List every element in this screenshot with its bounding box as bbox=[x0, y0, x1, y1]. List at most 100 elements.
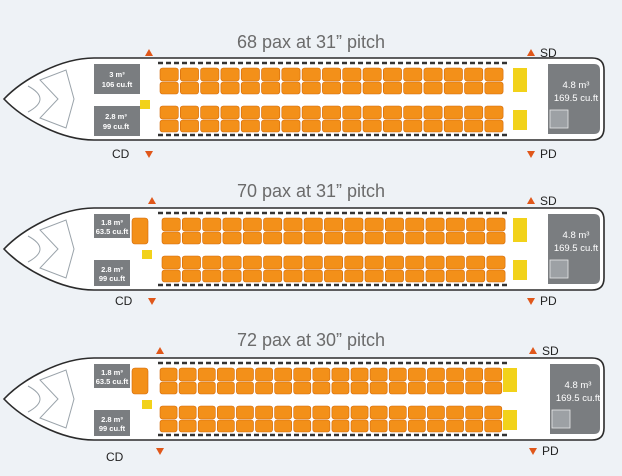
rear-volume: 4.8 m³ bbox=[563, 230, 590, 241]
passenger-seat bbox=[180, 105, 199, 120]
front-galley bbox=[142, 400, 152, 409]
rear-volume-ft: 169.5 cu.ft bbox=[554, 243, 599, 254]
passenger-seat bbox=[484, 367, 503, 382]
passenger-seat bbox=[484, 381, 503, 395]
front-lower-volume-ft: 99 cu.ft bbox=[99, 274, 126, 283]
rear-galley-upper bbox=[503, 368, 517, 392]
passenger-seat bbox=[312, 419, 331, 433]
passenger-seat bbox=[344, 255, 364, 270]
passenger-seat bbox=[331, 367, 350, 382]
passenger-seat bbox=[388, 419, 407, 433]
passenger-seat bbox=[293, 405, 312, 420]
passenger-seat bbox=[281, 67, 301, 82]
front-cargo-lower bbox=[94, 260, 130, 286]
passenger-seat bbox=[384, 255, 404, 270]
passenger-seat bbox=[161, 255, 181, 270]
passenger-seat bbox=[427, 367, 445, 382]
passenger-seat bbox=[242, 255, 262, 270]
passenger-seat bbox=[255, 405, 273, 420]
passenger-seat bbox=[200, 119, 220, 133]
passenger-seat bbox=[261, 81, 281, 95]
passenger-seat bbox=[261, 67, 281, 82]
passenger-seat bbox=[182, 255, 201, 270]
passenger-seat bbox=[178, 405, 197, 420]
passenger-seat bbox=[242, 217, 262, 232]
passenger-seat bbox=[159, 81, 179, 95]
label-cd: CD bbox=[106, 450, 124, 464]
passenger-seat bbox=[382, 119, 402, 133]
passenger-seat bbox=[200, 67, 220, 82]
passenger-seat bbox=[364, 255, 384, 270]
passenger-seat bbox=[384, 269, 404, 283]
passenger-seat bbox=[283, 217, 303, 232]
passenger-seat bbox=[388, 405, 407, 420]
passenger-seat bbox=[382, 81, 402, 95]
passenger-seat bbox=[484, 405, 503, 420]
passenger-seat bbox=[283, 269, 303, 283]
label-sd: SD bbox=[540, 46, 557, 60]
passenger-seat bbox=[369, 367, 388, 382]
passenger-seat bbox=[342, 105, 362, 120]
passenger-seat bbox=[486, 255, 506, 270]
label-pd: PD bbox=[540, 294, 557, 308]
passenger-seat bbox=[403, 105, 423, 120]
passenger-seat bbox=[384, 217, 404, 232]
passenger-seat bbox=[443, 105, 463, 120]
cockpit-window bbox=[39, 369, 75, 429]
passenger-seat bbox=[200, 81, 220, 95]
passenger-seat bbox=[382, 105, 402, 120]
passenger-seat bbox=[364, 231, 384, 245]
passenger-seat bbox=[425, 255, 445, 270]
front-door-marker-up bbox=[156, 347, 164, 354]
passenger-seat bbox=[423, 105, 443, 120]
passenger-seat bbox=[240, 81, 260, 95]
front-upper-volume-ft: 63.5 cu.ft bbox=[96, 377, 129, 386]
passenger-seat bbox=[303, 217, 323, 232]
passenger-seat bbox=[362, 105, 382, 120]
passenger-seat bbox=[274, 419, 293, 433]
front-lower-volume: 2.8 m³ bbox=[101, 415, 123, 424]
passenger-seat bbox=[362, 67, 382, 82]
passenger-seat bbox=[464, 67, 484, 82]
passenger-seat bbox=[445, 255, 465, 270]
passenger-seat bbox=[322, 81, 341, 95]
passenger-seat bbox=[484, 119, 504, 133]
passenger-seat bbox=[407, 381, 426, 395]
passenger-seat bbox=[217, 381, 235, 395]
passenger-seat bbox=[403, 119, 423, 133]
lavatory bbox=[549, 259, 569, 279]
passenger-seat bbox=[465, 367, 484, 382]
passenger-seat bbox=[274, 367, 293, 382]
front-cargo-upper bbox=[94, 364, 130, 388]
attendant-seat bbox=[131, 217, 149, 245]
passenger-seat bbox=[283, 255, 303, 270]
rear-galley-lower bbox=[513, 110, 527, 130]
config-title: 68 pax at 31” pitch bbox=[237, 32, 385, 52]
passenger-seat bbox=[464, 119, 484, 133]
rear-galley-lower bbox=[513, 260, 527, 280]
front-lower-volume-ft: 99 cu.ft bbox=[103, 122, 130, 131]
passenger-seat bbox=[202, 231, 222, 245]
passenger-seat bbox=[263, 269, 283, 283]
front-upper-volume-ft: 63.5 cu.ft bbox=[96, 227, 129, 236]
passenger-seat bbox=[159, 405, 178, 420]
passenger-seat bbox=[240, 105, 260, 120]
passenger-seat bbox=[159, 119, 179, 133]
rear-volume-ft: 169.5 cu.ft bbox=[554, 93, 599, 104]
label-cd: CD bbox=[112, 147, 130, 161]
passenger-seat bbox=[369, 405, 388, 420]
passenger-seat bbox=[159, 105, 179, 120]
passenger-seat bbox=[301, 67, 321, 82]
passenger-seat bbox=[407, 419, 426, 433]
passenger-seat bbox=[427, 405, 445, 420]
passenger-seat bbox=[222, 231, 242, 245]
passenger-seat bbox=[159, 381, 178, 395]
passenger-seat bbox=[350, 367, 369, 382]
passenger-seat bbox=[425, 217, 445, 232]
passenger-seat bbox=[350, 405, 369, 420]
front-cargo-lower bbox=[94, 106, 140, 136]
passenger-seat bbox=[324, 255, 343, 270]
front-cargo-upper bbox=[94, 214, 130, 238]
front-upper-volume-ft: 106 cu.ft bbox=[102, 80, 133, 89]
passenger-seat bbox=[261, 105, 281, 120]
